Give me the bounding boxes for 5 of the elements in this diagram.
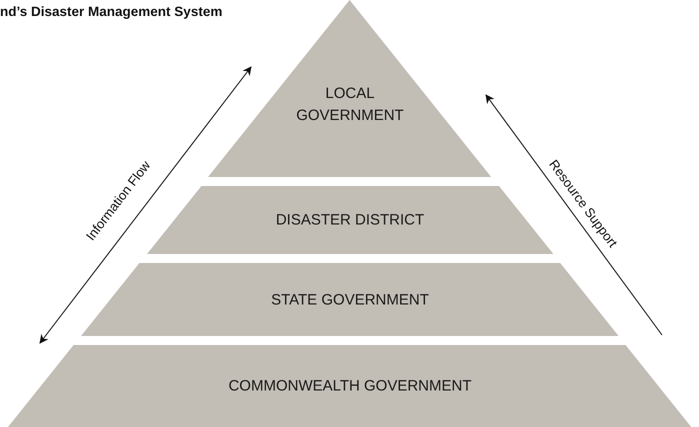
layer-label: DISASTER DISTRICT: [274, 212, 426, 228]
layer-label: STATE GOVERNMENT: [270, 291, 430, 308]
layer-label: COMMONWEALTH GOVERNMENT: [227, 378, 473, 394]
layer-label: LOCAL GOVERNMENT: [295, 84, 405, 126]
diagram-title: nd’s Disaster Management System: [0, 4, 222, 19]
